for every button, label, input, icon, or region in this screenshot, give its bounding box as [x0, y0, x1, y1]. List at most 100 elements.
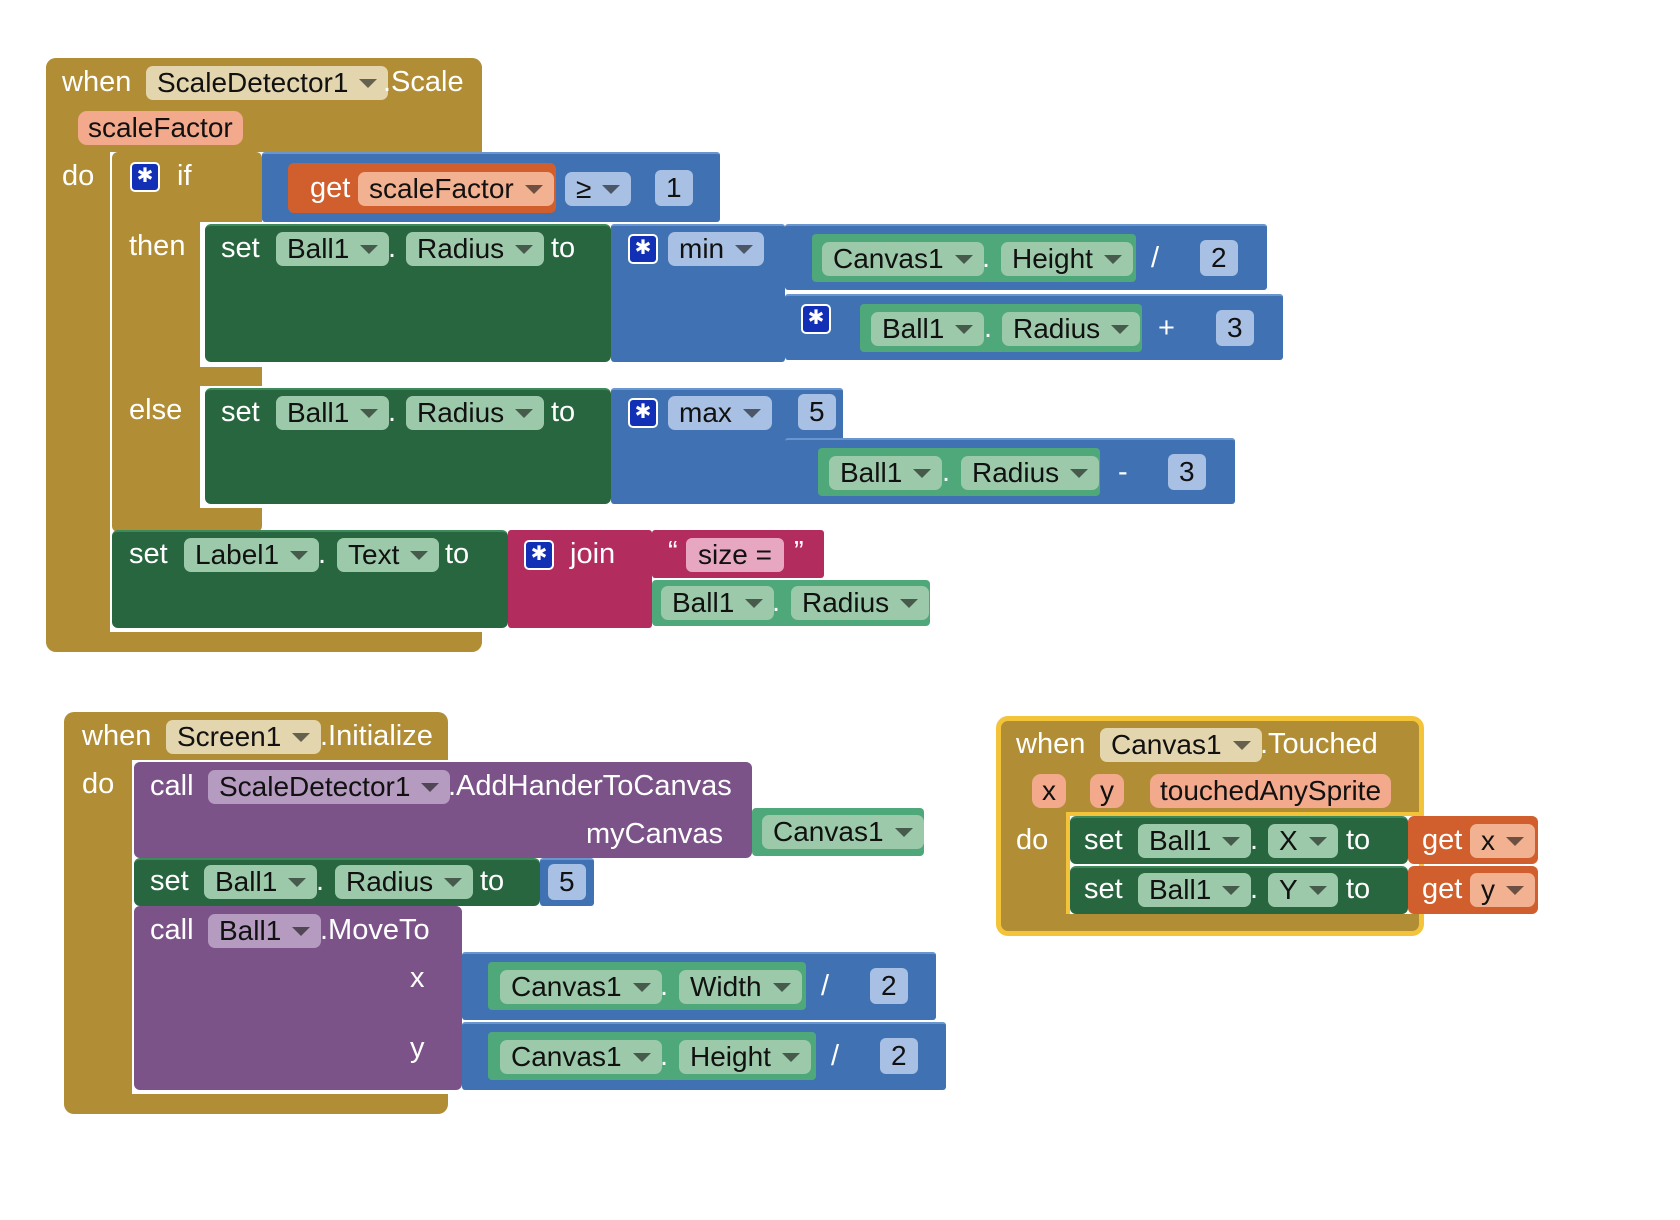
chevron-down-icon [1308, 837, 1327, 846]
property-dropdown-radius[interactable]: Radius [406, 396, 545, 430]
chevron-down-icon [954, 255, 973, 264]
component-dropdown-ball1[interactable]: Ball1 [661, 586, 775, 620]
mutator-gear-icon[interactable]: ✱ [801, 304, 831, 334]
mutator-gear-icon[interactable]: ✱ [524, 540, 554, 570]
chevron-down-icon [421, 783, 440, 792]
minus-label: - [1118, 456, 1128, 488]
property-dropdown-radius[interactable]: Radius [406, 232, 545, 266]
number-3[interactable]: 3 [1168, 454, 1206, 490]
compare-op-dropdown[interactable]: ≥ [565, 172, 632, 206]
max-dropdown[interactable]: max [668, 396, 772, 430]
property-dropdown-radius[interactable]: Radius [1002, 312, 1141, 346]
number-2[interactable]: 2 [880, 1038, 918, 1074]
chevron-down-icon [1103, 255, 1122, 264]
property-dropdown-width[interactable]: Width [679, 970, 802, 1004]
component-dropdown-ball1[interactable]: Ball1 [276, 232, 390, 266]
arg-name-y: y [410, 1032, 425, 1064]
number-5[interactable]: 5 [798, 394, 836, 430]
component-dropdown-canvas1[interactable]: Canvas1 [822, 242, 984, 276]
event-name-label: .Initialize [320, 720, 433, 752]
chevron-down-icon [742, 409, 761, 418]
var-dropdown-x[interactable]: x [1470, 824, 1535, 858]
dot-label: . [1250, 824, 1259, 856]
component-dropdown-canvas1[interactable]: Canvas1 [762, 815, 924, 849]
component-dropdown-screen1[interactable]: Screen1 [166, 720, 322, 754]
property-dropdown-height[interactable]: Height [679, 1040, 811, 1074]
chevron-down-icon [292, 927, 311, 936]
number-1[interactable]: 1 [655, 170, 693, 206]
min-dropdown[interactable]: min [668, 232, 765, 266]
component-dropdown-scaledetector[interactable]: ScaleDetector1 [146, 66, 389, 100]
set-label: set [1084, 824, 1123, 856]
chevron-down-icon [1506, 886, 1524, 895]
chevron-down-icon [359, 79, 378, 88]
chevron-down-icon [515, 245, 534, 254]
divide-label: / [1151, 242, 1160, 274]
string-field-size[interactable]: size = [686, 538, 784, 572]
chevron-down-icon [632, 1053, 651, 1062]
set-label: set [150, 865, 189, 897]
param-scalefactor[interactable]: scaleFactor [78, 111, 243, 145]
property-dropdown-x[interactable]: X [1268, 824, 1338, 858]
chevron-down-icon [781, 1053, 800, 1062]
property-dropdown-text[interactable]: Text [337, 538, 440, 572]
component-dropdown-canvas1[interactable]: Canvas1 [1100, 728, 1262, 762]
close-quote-label: ” [794, 536, 804, 568]
to-label: to [1346, 873, 1371, 905]
else-label: else [129, 394, 183, 426]
mutator-gear-icon[interactable]: ✱ [628, 234, 658, 264]
get-label: get [1422, 873, 1463, 905]
component-dropdown-ball1[interactable]: Ball1 [276, 396, 390, 430]
param-touchedanysprite[interactable]: touchedAnySprite [1150, 774, 1392, 808]
then-label: then [129, 230, 186, 262]
dot-label: . [388, 396, 397, 428]
component-dropdown-ball1[interactable]: Ball1 [871, 312, 985, 346]
chevron-down-icon [524, 185, 543, 194]
when-label: when [62, 66, 132, 98]
component-dropdown-ball1[interactable]: Ball1 [1138, 824, 1252, 858]
get-label: get [1422, 824, 1463, 856]
plus-label: + [1158, 312, 1175, 344]
chevron-down-icon [894, 828, 913, 837]
to-label: to [551, 232, 576, 264]
component-dropdown-label1[interactable]: Label1 [184, 538, 320, 572]
number-5[interactable]: 5 [548, 864, 586, 900]
chevron-down-icon [955, 325, 974, 334]
component-dropdown-ball1[interactable]: Ball1 [208, 914, 322, 948]
get-label: get [310, 172, 351, 204]
dot-label: . [982, 242, 991, 274]
set-label: set [221, 232, 260, 264]
component-dropdown-canvas1[interactable]: Canvas1 [500, 970, 662, 1004]
component-dropdown-scaledetector[interactable]: ScaleDetector1 [208, 770, 451, 804]
property-dropdown-y[interactable]: Y [1268, 873, 1338, 907]
number-2[interactable]: 2 [1200, 240, 1238, 276]
set-label: set [221, 396, 260, 428]
chevron-down-icon [515, 409, 534, 418]
chevron-down-icon [900, 599, 919, 608]
to-label: to [480, 865, 505, 897]
chevron-down-icon [410, 551, 429, 560]
param-y[interactable]: y [1090, 774, 1124, 808]
component-dropdown-ball1[interactable]: Ball1 [829, 456, 943, 490]
mutator-gear-icon[interactable]: ✱ [628, 398, 658, 428]
chevron-down-icon [913, 469, 932, 478]
component-dropdown-canvas1[interactable]: Canvas1 [500, 1040, 662, 1074]
param-x[interactable]: x [1032, 774, 1066, 808]
when-label: when [1016, 728, 1086, 760]
to-label: to [1346, 824, 1371, 856]
component-dropdown-ball1[interactable]: Ball1 [1138, 873, 1252, 907]
chevron-down-icon [1308, 886, 1327, 895]
property-dropdown-radius[interactable]: Radius [961, 456, 1100, 490]
number-2[interactable]: 2 [870, 968, 908, 1004]
mutator-gear-icon[interactable]: ✱ [130, 162, 160, 192]
chevron-down-icon [735, 245, 754, 254]
component-dropdown-ball1[interactable]: Ball1 [204, 865, 318, 899]
var-dropdown-scalefactor[interactable]: scaleFactor [358, 172, 554, 206]
property-dropdown-height[interactable]: Height [1001, 242, 1133, 276]
property-dropdown-radius[interactable]: Radius [335, 865, 474, 899]
var-dropdown-y[interactable]: y [1470, 873, 1535, 907]
property-dropdown-radius[interactable]: Radius [791, 586, 930, 620]
number-3[interactable]: 3 [1216, 310, 1254, 346]
dot-label: . [984, 312, 993, 344]
set-label-text[interactable] [112, 530, 508, 628]
